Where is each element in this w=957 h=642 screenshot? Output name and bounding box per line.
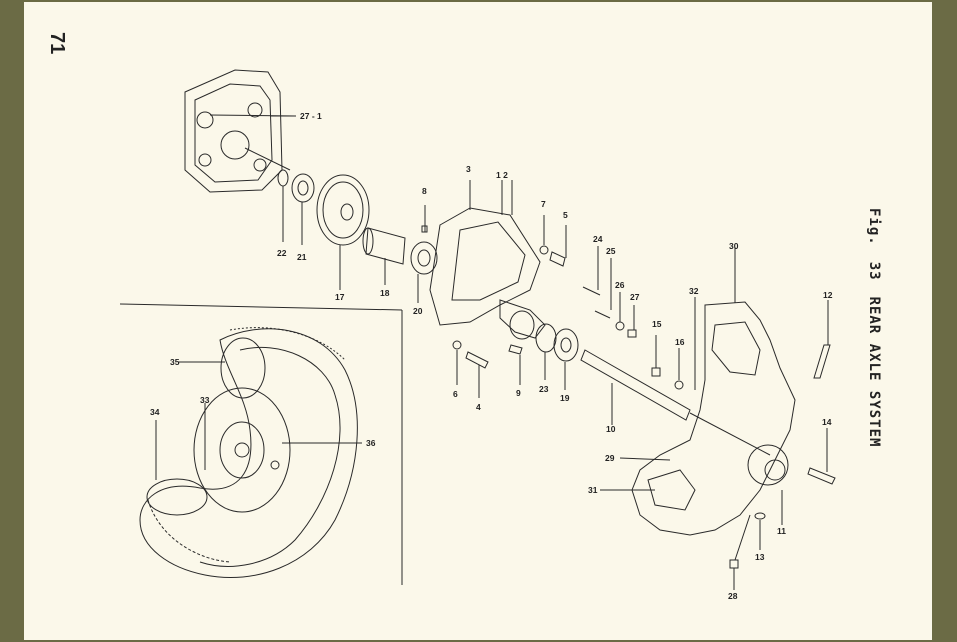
callout-34: 34 — [150, 407, 160, 417]
callout-17: 17 — [335, 292, 345, 302]
callout-35: 35 — [170, 357, 180, 367]
manual-page: 71 Fig.33REAR AXLE SYSTEM — [24, 2, 932, 640]
callout-7: 7 — [541, 199, 546, 209]
bolt-9 — [508, 344, 523, 385]
callout-25: 25 — [606, 246, 616, 256]
callout-36: 36 — [366, 438, 376, 448]
transmission-housing — [184, 69, 296, 193]
callout-28: 28 — [728, 591, 738, 601]
gear-17 — [316, 174, 370, 290]
bolt-28 — [729, 514, 751, 590]
callout-29: 29 — [605, 453, 615, 463]
callout-12: 12 — [823, 290, 833, 300]
stud-25 — [594, 258, 612, 319]
bearing-21 — [291, 173, 315, 245]
wheel-rim — [600, 247, 796, 536]
callout-labels: 27 - 1 22 21 17 18 20 8 3 1 2 7 5 24 25 … — [150, 111, 833, 601]
bolt-7 — [539, 215, 549, 255]
callout-27-1: 27 - 1 — [300, 111, 322, 121]
callout-13: 13 — [755, 552, 765, 562]
washer-26 — [615, 292, 625, 331]
callout-24: 24 — [593, 234, 603, 244]
washer-16 — [674, 348, 684, 390]
callout-30: 30 — [729, 241, 739, 251]
bearing-19 — [553, 328, 579, 390]
callout-33: 33 — [200, 395, 210, 405]
axle-shaft-10 — [580, 349, 771, 456]
nut-15 — [651, 335, 661, 377]
seal-23 — [535, 323, 557, 380]
callout-3: 3 — [466, 164, 471, 174]
nut-27 — [627, 305, 637, 338]
sleeve-18 — [362, 227, 406, 285]
exploded-parts-diagram: 27 - 1 22 21 17 18 20 8 3 1 2 7 5 24 25 … — [119, 69, 836, 601]
stud-24 — [582, 246, 601, 296]
callout-1-2: 1 2 — [496, 170, 508, 180]
callout-26: 26 — [615, 280, 625, 290]
bolt-14 — [807, 428, 836, 485]
callout-19: 19 — [560, 393, 570, 403]
bolt-5 — [549, 225, 567, 267]
bolt-6 — [452, 340, 462, 385]
callout-20: 20 — [413, 306, 423, 316]
callout-9: 9 — [516, 388, 521, 398]
tire-wheel-assembly — [139, 327, 362, 579]
wheel-inset-frame — [119, 303, 403, 585]
pin-12 — [813, 300, 831, 379]
pin-8 — [421, 205, 428, 233]
callout-21: 21 — [297, 252, 307, 262]
callout-6: 6 — [453, 389, 458, 399]
clip-13 — [754, 512, 766, 550]
callout-10: 10 — [606, 424, 616, 434]
callout-22: 22 — [277, 248, 287, 258]
callout-15: 15 — [652, 319, 662, 329]
callout-5: 5 — [563, 210, 568, 220]
callout-14: 14 — [822, 417, 832, 427]
callout-27: 27 — [630, 292, 640, 302]
callout-23: 23 — [539, 384, 549, 394]
callout-32: 32 — [689, 286, 699, 296]
bolt-4 — [465, 351, 489, 398]
callout-4: 4 — [476, 402, 481, 412]
callout-18: 18 — [380, 288, 390, 298]
callout-16: 16 — [675, 337, 685, 347]
bearing-20 — [410, 241, 438, 303]
axle-housing — [429, 180, 546, 340]
callout-11: 11 — [777, 526, 786, 536]
callout-8: 8 — [422, 186, 427, 196]
callout-31: 31 — [588, 485, 598, 495]
seal-22 — [277, 169, 289, 242]
